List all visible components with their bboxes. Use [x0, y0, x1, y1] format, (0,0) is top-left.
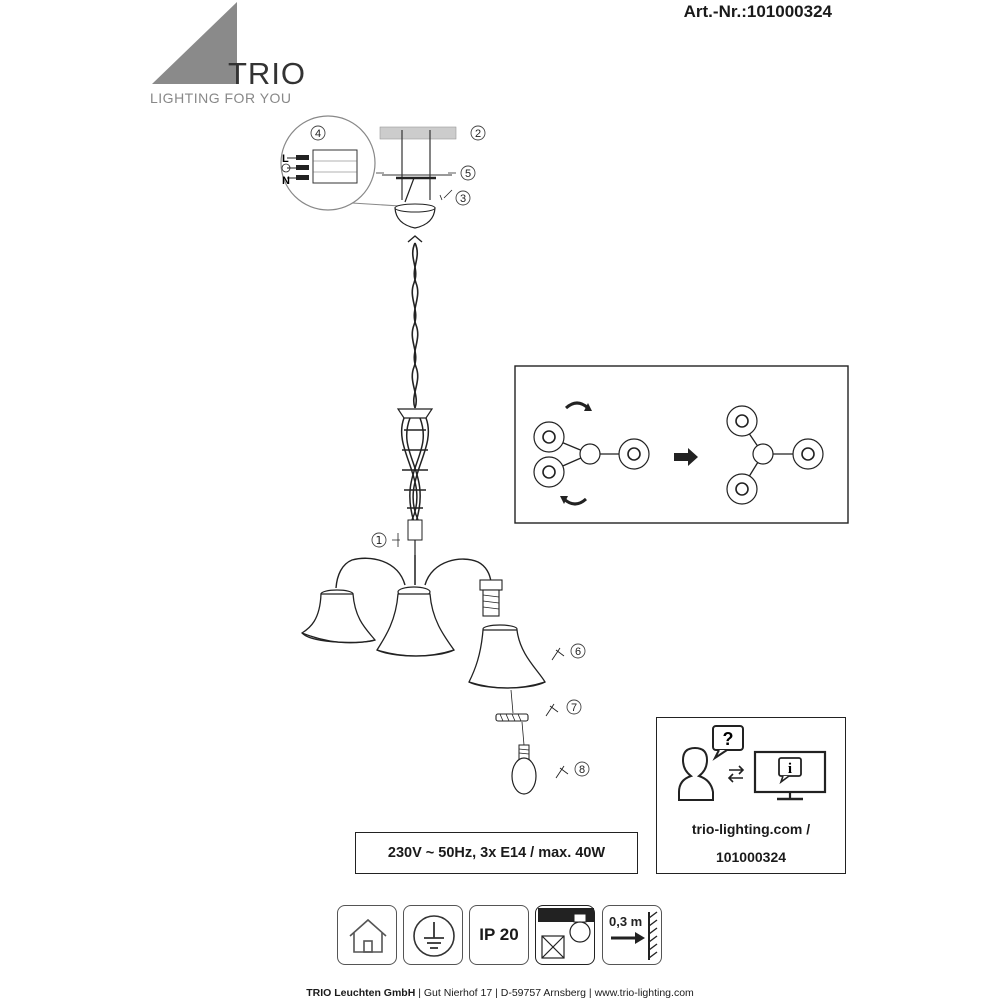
no-insulation-cover-icon: [535, 905, 595, 965]
wiring-detail: L N: [280, 115, 401, 211]
svg-text:8: 8: [579, 764, 585, 776]
callout-2: 2: [470, 125, 486, 141]
svg-text:2: 2: [475, 128, 481, 140]
article-number: Art.-Nr.:101000324: [683, 2, 832, 21]
callout-6: 6: [551, 643, 586, 661]
svg-text:i: i: [788, 761, 792, 777]
svg-text:7: 7: [571, 702, 577, 714]
svg-text:3: 3: [460, 193, 466, 205]
person-icon: [678, 746, 714, 801]
footer-separator: |: [418, 987, 421, 999]
rotate-arrow-top: [564, 401, 590, 410]
callout-8: 8: [555, 761, 590, 779]
info-article: 101000324: [715, 849, 787, 865]
wire-label-n: N: [282, 175, 290, 187]
footer-street: Gut Nierhof 17: [423, 987, 493, 999]
earth-symbol: [281, 163, 291, 173]
callout-7: 7: [545, 699, 582, 717]
spec-box: 230V ~ 50Hz, 3x E14 / max. 40W: [355, 832, 638, 874]
twisted-column: [400, 417, 430, 523]
chain: [411, 242, 419, 409]
footer-separator: |: [588, 987, 592, 999]
exchange-arrows-icon: [727, 765, 745, 783]
transform-arrow-icon: [674, 448, 698, 466]
min-distance-icon: 0,3 m: [602, 905, 662, 965]
socket-right: [479, 579, 503, 617]
arms: [335, 555, 492, 589]
info-url: trio-lighting.com /: [691, 821, 811, 837]
svg-text:?: ?: [723, 729, 734, 749]
indoor-use-icon: [337, 905, 397, 965]
footer-company: TRIO Leuchten GmbH: [306, 987, 416, 999]
protective-earth-icon: [403, 905, 463, 965]
rotate-arrow-bottom: [562, 497, 588, 506]
wire-label-l: L: [282, 153, 289, 165]
svg-text:4: 4: [315, 128, 321, 140]
footer-web[interactable]: www.trio-lighting.com: [594, 987, 694, 999]
arrow-right-icon: [635, 932, 645, 944]
svg-text:6: 6: [575, 646, 581, 658]
arm-alignment-diagram: [514, 365, 849, 524]
callout-1: 1: [371, 532, 400, 548]
svg-text:1: 1: [376, 534, 383, 547]
info-monitor-icon: i: [753, 750, 827, 801]
question-bubble-icon: ?: [712, 725, 744, 761]
distance-label: 0,3 m: [609, 914, 642, 929]
logo-name: TRIO: [228, 56, 307, 91]
callout-4: 4: [310, 125, 326, 141]
bulb: [511, 744, 537, 795]
svg-text:5: 5: [465, 168, 471, 180]
canopy: [394, 207, 436, 229]
house-icon: [349, 918, 387, 953]
logo-tagline: LIGHTING FOR YOU: [150, 90, 292, 106]
callout-3: 3: [439, 189, 471, 206]
column-cup: [396, 408, 434, 419]
footer: TRIO Leuchten GmbH | Gut Nierhof 17 | D-…: [0, 987, 1000, 999]
callout-5: 5: [376, 165, 476, 181]
footer-separator: |: [495, 987, 498, 999]
footer-city: D-59757 Arnsberg: [500, 987, 586, 999]
ceiling: [379, 126, 457, 140]
shade-left: [300, 589, 377, 644]
info-box: ? i trio-lighting.com / 101000324: [656, 717, 846, 874]
shade-ring: [495, 713, 529, 722]
shade-right: [468, 624, 546, 689]
ip-rating-badge: IP 20: [469, 905, 529, 965]
shade-center: [376, 586, 455, 657]
